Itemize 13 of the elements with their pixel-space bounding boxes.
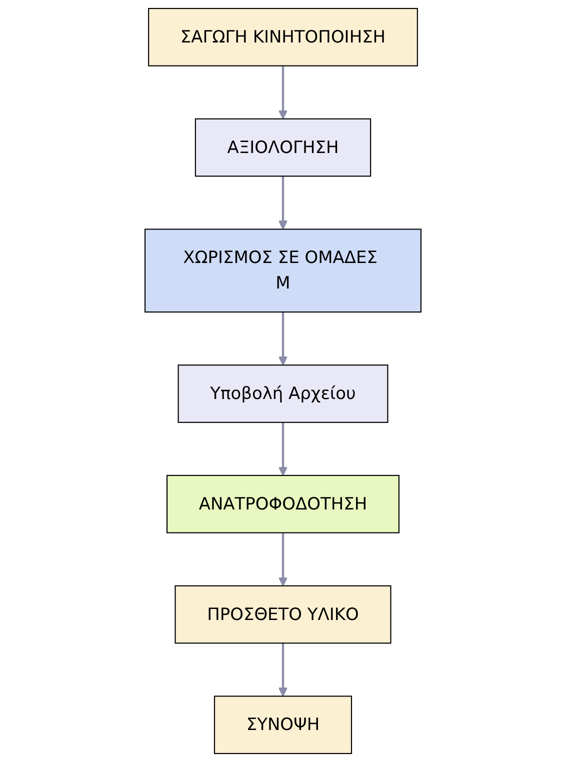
node-box: ΑΝΑΤΡΟΦΟΔΟΤΗΣΗ [166,474,400,534]
arrow [278,643,288,697]
node-box: ΣΥΝΟΨΗ [214,696,352,754]
node-box: ΣΑΓΩΓΗ ΚΙΝΗΤΟΠΟΙΗΣΗ [148,8,418,66]
node-box: ΑΞΙΟΛΟΓΗΣΗ [194,118,372,177]
arrow [278,532,288,586]
arrow [278,176,288,230]
arrow [278,66,288,120]
arrow [278,422,288,476]
arrow [278,312,288,366]
node-box: ΠΡΟΣΘΕΤΟ ΥΛΙΚΟ [174,585,392,644]
node-box: ΧΩΡΙΣΜΟΣ ΣΕ ΟΜΑΔΕΣ Μ [144,228,422,313]
node-box: Υποβολή Αρχείου [178,364,388,423]
